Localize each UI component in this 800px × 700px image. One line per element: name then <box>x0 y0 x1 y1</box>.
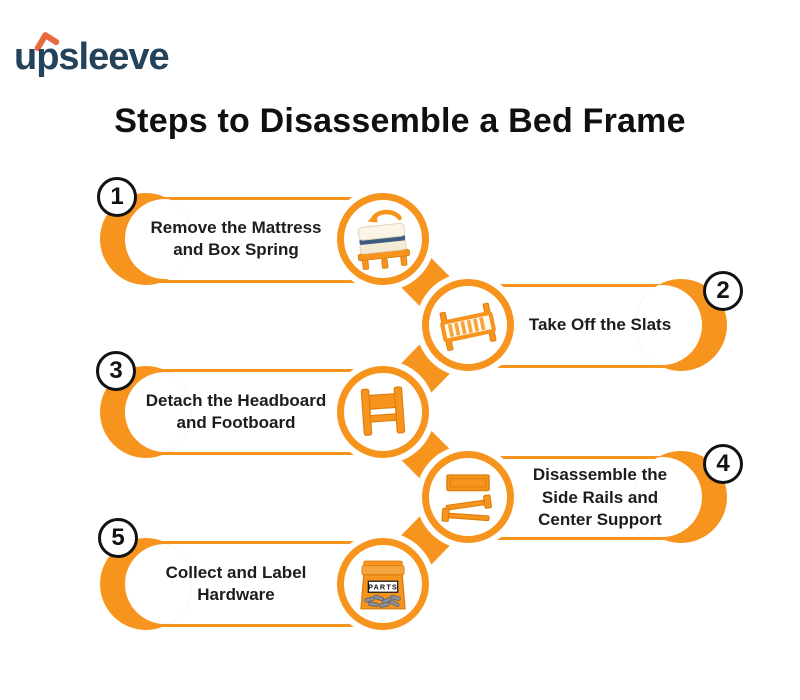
logo-text: upsleeve <box>14 36 170 78</box>
page-title: Steps to Disassemble a Bed Frame <box>114 102 686 140</box>
step-label-line: Center Support <box>538 510 662 530</box>
logo: upsleeve <box>14 26 214 88</box>
step-label: Disassemble the Side Rails and Center Su… <box>500 457 700 539</box>
step-label-line: Take Off the Slats <box>528 314 672 334</box>
step-number-badge: 1 <box>97 177 137 217</box>
logo-caret-icon <box>34 32 60 52</box>
step-end-cap <box>100 193 192 285</box>
step-label: Collect and Label Hardware <box>130 547 342 621</box>
headboard-and-footboard-icon <box>360 386 406 436</box>
bed-slats-icon <box>439 302 497 352</box>
step-icon-circle <box>337 193 429 285</box>
step-icon-circle: PARTS <box>337 538 429 630</box>
side-rails-and-center-support-icon <box>441 474 492 522</box>
step-label: Remove the Mattress and Box Spring <box>130 202 342 276</box>
step-number-badge: 3 <box>96 351 136 391</box>
step-icon-circle <box>422 451 514 543</box>
step-number-badge: 2 <box>703 271 743 311</box>
step-label-line: and Footboard <box>176 413 296 432</box>
step-label-line: Collect and Label <box>165 562 307 582</box>
parts-label: PARTS <box>368 583 398 592</box>
step-label-line: and Box Spring <box>173 240 299 259</box>
step-label-line: Remove the Mattress <box>150 217 322 237</box>
step-label-line: Hardware <box>197 585 275 604</box>
step-label-line: Side Rails and <box>541 487 659 507</box>
hardware-parts-bag-icon: PARTS <box>360 560 406 610</box>
step-label-line: Disassemble the <box>532 465 668 485</box>
step-number-badge: 5 <box>98 518 138 558</box>
step-number-badge: 4 <box>703 444 743 484</box>
step-label: Detach the Headboard and Footboard <box>130 375 342 449</box>
step-icon-circle <box>337 366 429 458</box>
step-label: Take Off the Slats <box>500 288 700 362</box>
mattress-and-box-spring-icon <box>357 209 411 270</box>
step-icon-circle <box>422 279 514 371</box>
step-label-line: Detach the Headboard <box>145 390 327 410</box>
